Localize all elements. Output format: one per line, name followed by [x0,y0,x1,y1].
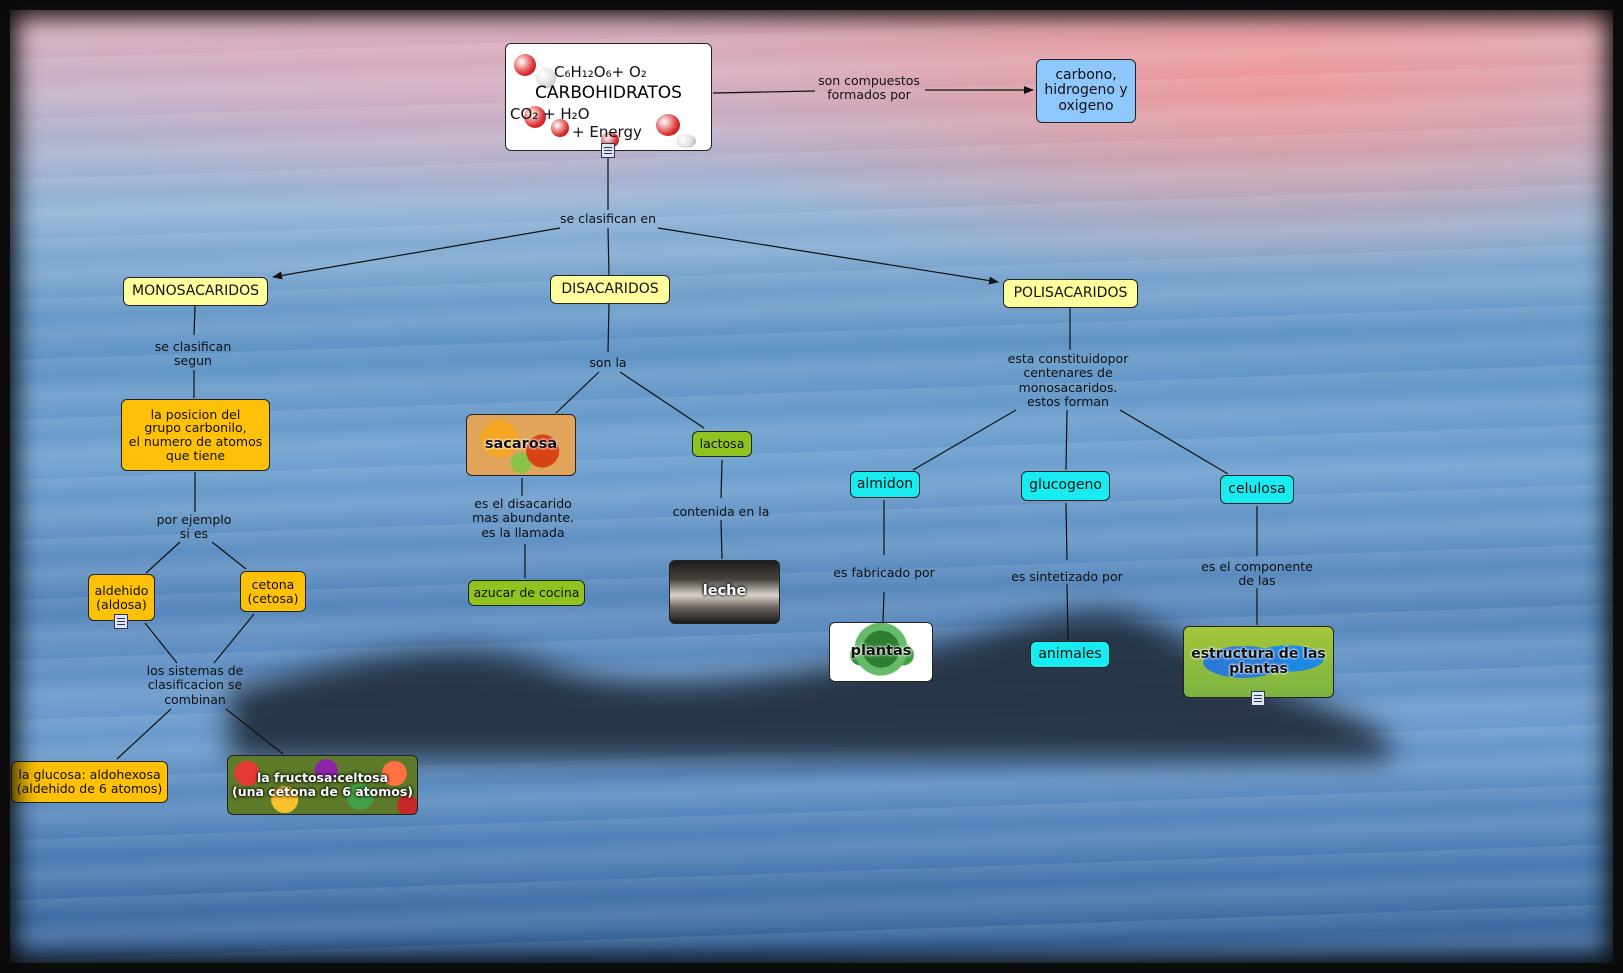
document-icon[interactable] [1251,691,1265,706]
link-son-la: son la [589,355,627,370]
disacaridos-node[interactable]: DISACARIDOS [550,275,670,304]
lactosa-node[interactable]: lactosa [692,431,752,457]
link-por-ejemplo: por ejemplo si es [156,512,232,542]
azucar-node[interactable]: azucar de cocina [468,580,585,606]
molecule-icon [536,68,556,88]
leche-label: leche [702,583,747,600]
formula-energy: + Energy [572,123,642,141]
molecule-icon [514,54,536,76]
glucogeno-node[interactable]: glucogeno [1021,471,1110,501]
almidon-node[interactable]: almidon [850,471,920,498]
link-contenida: contenida en la [672,504,770,519]
glucosa-node[interactable]: la glucosa: aldohexosa (aldehido de 6 at… [11,761,168,803]
plantas-image-node[interactable]: plantas [829,622,933,682]
fructosa-image-node[interactable]: la fructosa:celtosa (una cetona de 6 ato… [227,755,418,815]
formula-bottom: CO₂ + H₂O [510,105,590,123]
estructura-label: estructura de las plantas [1191,645,1326,677]
sacarosa-label: sacarosa [484,436,558,453]
carbohidratos-node[interactable]: C₆H₁₂O₆+ O₂ CARBOHIDRATOS CO₂ + H₂O + En… [505,43,712,151]
sacarosa-image-node[interactable]: sacarosa [466,414,576,476]
polisacaridos-node[interactable]: POLISACARIDOS [1003,279,1138,308]
molecule-icon [676,134,696,148]
cetona-node[interactable]: cetona (cetosa) [240,571,306,612]
monosacaridos-node[interactable]: MONOSACARIDOS [123,277,268,306]
fructosa-label: la fructosa:celtosa (una cetona de 6 ato… [231,770,414,799]
link-componente: es el componente de las [1201,559,1313,589]
link-clasifican-en: se clasifican en [559,211,657,226]
molecule-icon [551,119,569,137]
aldehido-node[interactable]: aldehido (aldosa) [88,574,155,621]
link-fabricado: es fabricado por [833,565,935,580]
link-sistemas: los sistemas de clasificacion se combina… [146,663,244,707]
posicion-node[interactable]: la posicion del grupo carbonilo, el nume… [121,399,270,471]
document-icon[interactable] [114,614,128,629]
molecule-icon [524,106,546,128]
link-clasifican-segun: se clasifican segun [154,339,232,369]
document-icon[interactable] [601,143,615,158]
elementos-node[interactable]: carbono, hidrogeno y oxigeno [1036,59,1136,123]
link-sintetizado: es sintetizado por [1011,569,1123,584]
celulosa-node[interactable]: celulosa [1220,475,1294,504]
leche-image-node[interactable]: leche [669,560,780,624]
animales-node[interactable]: animales [1030,641,1110,668]
formula-top: C₆H₁₂O₆+ O₂ [554,63,647,81]
plantas-label: plantas [850,643,912,660]
link-constituido: esta constituidopor centenares de monosa… [1007,351,1129,410]
link-disacarido-abundante: es el disacarido mas abundante. es la ll… [472,496,574,540]
molecule-icon [656,114,680,136]
root-title: CARBOHIDRATOS [535,83,682,103]
link-compuestos: son compuestos formados por [818,73,920,103]
